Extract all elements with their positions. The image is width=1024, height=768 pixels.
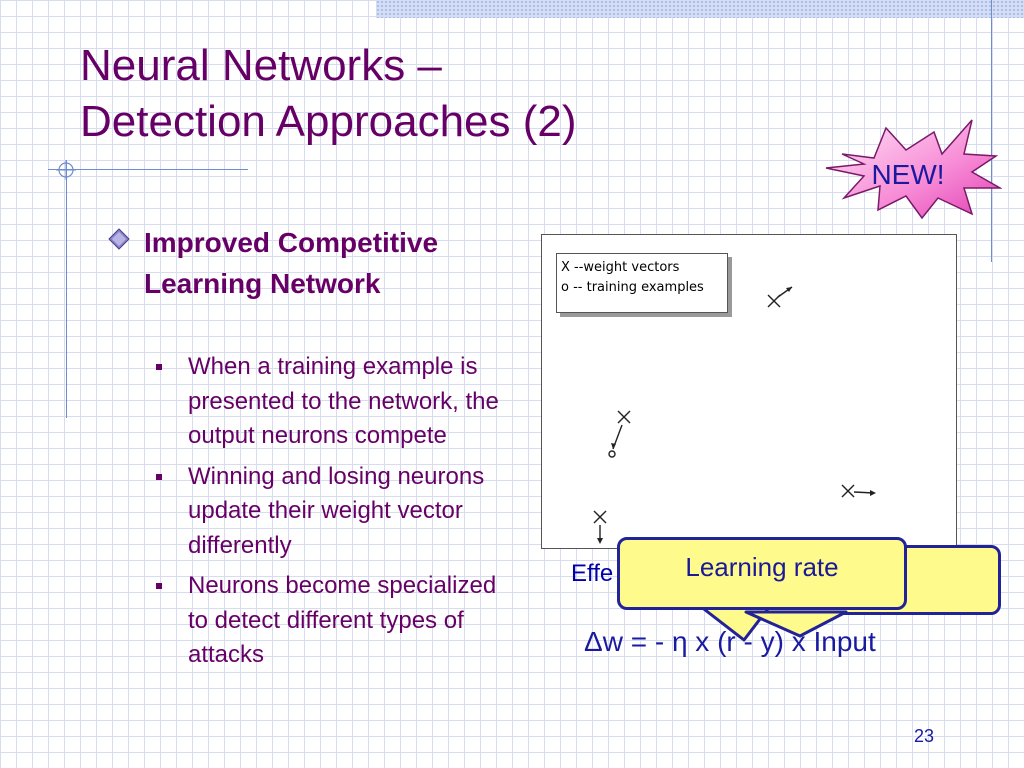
title-underline-rule — [48, 169, 248, 170]
sub-bullet-text: When a training example is presented to … — [188, 353, 499, 449]
square-bullet-icon — [156, 473, 162, 480]
page-number: 23 — [914, 726, 935, 746]
update-formula: Δw = - η x (r - y) x Input — [584, 626, 876, 657]
badge-label: NEW! — [871, 159, 944, 190]
legend-weight-vectors: X --weight vectors — [561, 260, 680, 275]
diamond-bullet-icon — [108, 228, 130, 250]
figure-legend: X --weight vectors o -- training example… — [556, 253, 728, 313]
weight-vector-mark — [593, 510, 607, 541]
new-badge: NEW! — [825, 119, 1002, 220]
learning-rate-callout: Learning rate — [617, 537, 907, 610]
weight-vector-figure: X --weight vectors o -- training example… — [541, 234, 957, 549]
starburst-icon — [825, 119, 1002, 220]
left-decor-rule — [66, 160, 67, 418]
right-decor-rule — [991, 0, 992, 262]
sub-bullet-text: Winning and losing neurons update their … — [188, 462, 485, 559]
slide-title: Neural Networks – Detection Approaches (… — [80, 38, 577, 150]
figure-plot — [593, 286, 876, 544]
title-line-2: Detection Approaches (2) — [80, 97, 577, 146]
caption-left-text: Effe — [571, 560, 614, 587]
list-item: Winning and losing neurons update their … — [152, 460, 512, 564]
main-bullet: Improved Competitive Learning Network — [108, 222, 468, 304]
title-line-1: Neural Networks – — [80, 41, 442, 90]
legend-training-examples: o -- training examples — [561, 280, 704, 295]
list-item: When a training example is presented to … — [152, 350, 512, 454]
callout-label: Learning rate — [685, 552, 839, 582]
sub-bullet-list: When a training example is presented to … — [152, 350, 512, 679]
crosshair-icon — [56, 160, 76, 180]
square-bullet-icon — [156, 583, 162, 589]
main-bullet-text: Improved Competitive Learning Network — [144, 227, 439, 299]
top-decor-band — [376, 0, 1024, 18]
sub-bullet-text: Neurons become specialized to detect dif… — [188, 572, 497, 668]
weight-vector-mark — [612, 410, 631, 450]
training-example-mark — [608, 450, 616, 458]
square-bullet-icon — [156, 364, 162, 370]
list-item: Neurons become specialized to detect dif… — [152, 569, 512, 673]
weight-vector-mark — [841, 484, 875, 498]
